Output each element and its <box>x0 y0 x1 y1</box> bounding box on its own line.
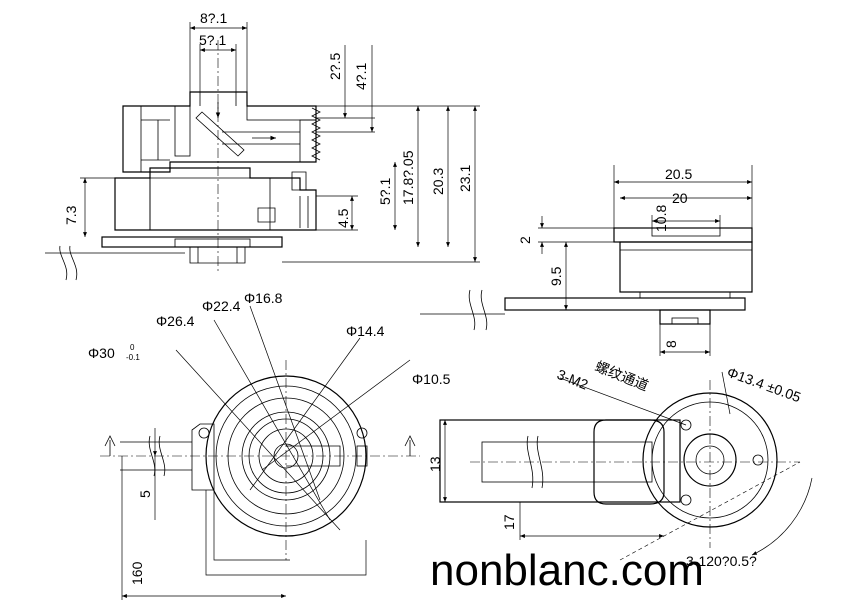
angle-arc <box>751 477 813 556</box>
front-break <box>148 435 156 477</box>
leader-d10-5 <box>261 359 411 471</box>
leader-d22-4 <box>213 319 331 521</box>
dim-gap-2-5: 2?.5 <box>327 53 343 80</box>
angle-ref-line <box>619 461 801 561</box>
thread-hole-1 <box>680 419 692 431</box>
bottom-break <box>526 435 534 489</box>
side-shaft-tip <box>671 317 699 325</box>
dim-height-20-3: 20.3 <box>430 168 446 195</box>
side-plate <box>504 297 746 311</box>
upper-right-wall-hatch <box>299 119 317 163</box>
side-break-mark <box>468 289 476 331</box>
upper-top-wall-hatch <box>246 105 317 121</box>
dim-len160: 160 <box>129 561 145 585</box>
side-body <box>619 241 753 293</box>
dim-d22-4: Φ22.4 <box>202 298 241 314</box>
dim-height-17-8: 17.8?.05 <box>400 150 416 205</box>
upper-inner-wall-hatch <box>174 105 191 157</box>
thread-spec: 3-M2 <box>555 366 591 393</box>
front-cable <box>120 441 192 471</box>
left-pocket <box>141 119 170 161</box>
lower-rotor-hatch <box>149 177 271 231</box>
dim-d14-4: Φ14.4 <box>346 323 385 339</box>
dim-height-23-1: 23.1 <box>457 165 473 192</box>
mount-hole-right <box>356 427 368 439</box>
serrated-edge <box>311 107 321 161</box>
side-slot <box>299 196 309 228</box>
dim-d16-8: Φ16.8 <box>244 290 283 306</box>
leader-d26-4 <box>175 349 341 531</box>
dim-gap-4-1: 4?.1 <box>353 63 369 90</box>
mounting-plate <box>101 236 283 248</box>
watermark-text: nonblanc.com <box>430 546 704 595</box>
thread-note: 螺纹通道 <box>593 358 651 394</box>
outlet-channel <box>222 131 300 145</box>
leader-d13-4 <box>721 371 731 415</box>
dim-width-20-5: 20.5 <box>665 166 692 182</box>
dim-height-7-3: 7.3 <box>63 205 79 225</box>
bottom-plate <box>439 419 681 503</box>
leader-d14-4 <box>249 337 361 491</box>
dim-d30: Φ30 <box>88 345 115 361</box>
mount-hole-left <box>198 427 210 439</box>
side-shaft <box>659 309 711 325</box>
side-top-cap <box>613 227 753 243</box>
side-top-boss <box>651 227 721 237</box>
angle-spec: 3-120?0.5? <box>686 553 757 569</box>
shaft-bottom-inner <box>197 247 238 263</box>
shaft-collar <box>257 207 276 223</box>
inlet-port <box>199 92 237 106</box>
dim-width-8-side: 8 <box>663 340 679 348</box>
dim-w17: 17 <box>501 514 517 530</box>
bottom-connector <box>593 419 665 505</box>
dim-h5: 5 <box>137 490 153 498</box>
dim-width-20: 20 <box>672 190 688 206</box>
side-view: 20.5 20 10.8 2 9.5 8 <box>420 165 753 356</box>
front-bottom-ext-2 <box>213 490 290 561</box>
angled-insert <box>195 111 245 157</box>
bottom-view: 13 17 3-M2 螺纹通道 Φ13.4 ±0.05 3-120?0.5? <box>427 358 813 569</box>
front-view: Φ26.4 Φ22.4 Φ16.8 Φ14.4 Φ10.5 Φ30 0 -0.1… <box>88 290 451 600</box>
dim-width-5: 5?.1 <box>199 32 226 48</box>
dim-w13: 13 <box>427 456 443 472</box>
leader-3-m2 <box>559 377 687 426</box>
dim-height-9-5: 9.5 <box>548 266 564 286</box>
cable-entry <box>191 423 215 491</box>
dim-d26-4: Φ26.4 <box>156 313 195 329</box>
upper-left-wall-hatch <box>122 105 142 173</box>
section-arrow-right <box>404 435 416 456</box>
shaft-bottom <box>189 247 246 264</box>
section-view: 8?.1 5?.1 2?.5 4?.1 5?.1 17.8?.05 20.3 2… <box>45 10 480 281</box>
dim-d30-tol-lower: -0.1 <box>126 353 140 362</box>
side-break-mark-2 <box>480 289 488 331</box>
side-plate-joint <box>639 292 731 298</box>
thread-hole-3 <box>752 454 764 466</box>
dim-d10-5: Φ10.5 <box>412 371 451 387</box>
leader-d16-8 <box>249 305 321 501</box>
dim-height-5-1: 5?.1 <box>377 178 393 205</box>
thread-hole-2 <box>680 494 692 506</box>
lower-left-hatch <box>114 177 151 231</box>
break-mark-left-2 <box>69 245 78 281</box>
lower-body <box>114 167 317 231</box>
side-tab <box>291 171 307 191</box>
section-arrow-left <box>104 435 116 456</box>
dim-d30-tol-upper: 0 <box>130 343 135 352</box>
dim-width-8: 8?.1 <box>200 10 227 26</box>
front-bottom-ext <box>205 490 367 576</box>
dim-height-4-5: 4.5 <box>335 208 351 228</box>
plate-hatch <box>174 238 251 248</box>
dim-height-2: 2 <box>517 236 533 244</box>
break-mark-left <box>59 245 68 281</box>
bottom-break-2 <box>536 435 544 489</box>
dim-width-10-8: 10.8 <box>653 205 669 232</box>
